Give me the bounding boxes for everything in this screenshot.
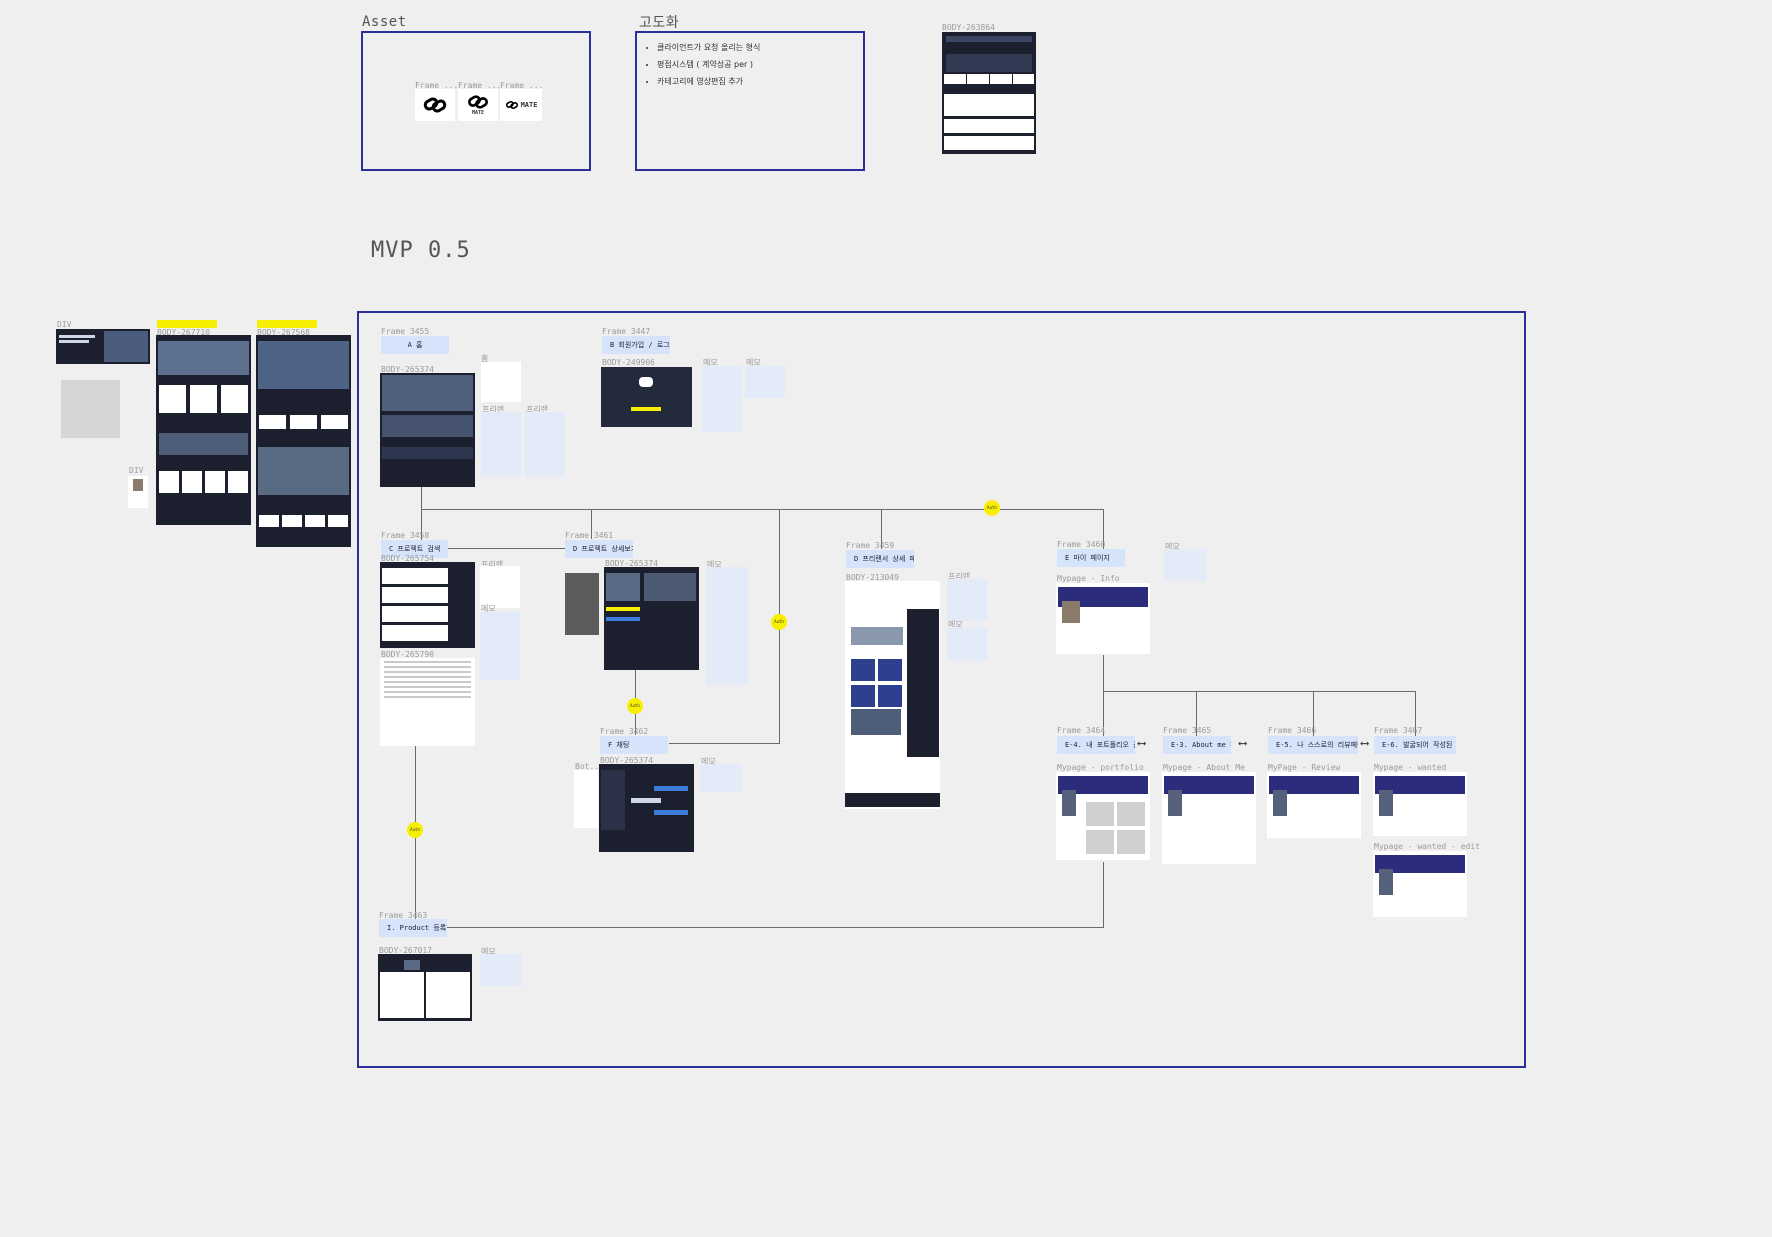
frame-label: Frame 3459 — [846, 541, 894, 550]
mate-logo-icon[interactable]: MATE — [458, 89, 498, 121]
search-thumbnail-light[interactable] — [380, 658, 475, 746]
asset-frame[interactable]: Frame ... Frame ... Frame ... MATE MATE — [361, 31, 591, 171]
mypage-about-thumbnail[interactable] — [1162, 772, 1256, 864]
frame-label: Frame 3464 — [1057, 726, 1105, 735]
frame-pill[interactable]: D 프로젝트 상세보기 — [565, 540, 633, 558]
placeholder-card[interactable] — [61, 380, 120, 438]
frame-label: Mypage - Info — [1057, 574, 1120, 583]
memo-card — [480, 954, 522, 986]
frame-label: Frame 3465 — [1163, 726, 1211, 735]
memo-card — [1164, 549, 1206, 581]
refine-item: 카테고리에 영상편집 추가 — [657, 73, 760, 90]
frame-label: DIV — [129, 466, 143, 475]
freelancer-thumbnail[interactable] — [845, 581, 940, 809]
frame-pill[interactable]: D 프리랜서 상세 페이지 — [846, 550, 914, 568]
frame-label: Frame 3447 — [602, 327, 650, 336]
asset-title: Asset — [362, 14, 407, 30]
frame-label: Frame 3455 — [381, 327, 429, 336]
frame-label: BODY-249906 — [602, 358, 655, 367]
note-card — [481, 362, 521, 402]
frame-label: Frame 3460 — [1057, 540, 1105, 549]
mypage-review-thumbnail[interactable] — [1267, 772, 1361, 838]
memo-card — [480, 612, 520, 680]
bidirectional-arrow-icon: ⟷ — [1138, 736, 1145, 750]
signup-thumbnail[interactable] — [601, 367, 692, 427]
mvp-title: MVP 0.5 — [371, 238, 471, 263]
note-card — [480, 566, 520, 608]
refine-frame[interactable]: 클라이언트가 요청 올리는 형식 평점시스템 ( 계약성공 per ) 카테고리… — [635, 31, 865, 171]
bidirectional-arrow-icon: ⟷ — [1361, 736, 1368, 750]
frame-label: Mypage - portfolio — [1057, 763, 1144, 772]
flow-dot[interactable]: Auth — [627, 698, 643, 714]
mypage-wanted-thumbnail[interactable] — [1373, 772, 1467, 836]
body-thumbnail[interactable] — [942, 32, 1036, 154]
memo-card — [700, 764, 742, 792]
frame-label: Mypage - wanted — [1374, 763, 1446, 772]
frame-label: Frame 3461 — [565, 531, 613, 540]
frame-label: Frame 3458 — [381, 531, 429, 540]
profile-card[interactable] — [128, 476, 148, 508]
frame-pill[interactable]: E-4. 내 포트폴리오 관리 페이지 — [1057, 736, 1135, 754]
page-thumbnail[interactable] — [156, 335, 251, 525]
memo-card — [525, 412, 565, 477]
flow-dot[interactable]: Auth — [984, 500, 1000, 516]
memo-card — [702, 366, 742, 432]
frame-pill[interactable]: F 채팅 — [600, 736, 668, 754]
mypage-wanted-edit-thumbnail[interactable] — [1373, 851, 1467, 917]
frame-pill[interactable]: A 홈 — [381, 336, 449, 354]
frame-label: DIV — [57, 320, 71, 329]
product-register-thumbnail[interactable] — [378, 954, 472, 1021]
mate-wordmark-icon[interactable]: MATE — [500, 89, 542, 121]
memo-card — [947, 627, 987, 661]
link-logo-icon[interactable] — [415, 89, 455, 121]
frame-label: Frame 3462 — [600, 727, 648, 736]
refine-list: 클라이언트가 요청 올리는 형식 평점시스템 ( 계약성공 per ) 카테고리… — [641, 39, 760, 90]
frame-label: Frame 3467 — [1374, 726, 1422, 735]
hero-thumbnail[interactable] — [56, 329, 150, 364]
page-thumbnail[interactable] — [256, 335, 351, 547]
frame-label: Mypage - wanted - edit — [1374, 842, 1480, 851]
frame-pill[interactable]: E 마이 페이지 — [1057, 549, 1125, 567]
frame-pill[interactable]: E-5. 나 스스로의 리뷰페이지 — [1268, 736, 1358, 754]
frame-label: MyPage - Review — [1268, 763, 1340, 772]
bidirectional-arrow-icon: ⟷ — [1239, 736, 1246, 750]
refine-item: 클라이언트가 요청 올리는 형식 — [657, 39, 760, 56]
frame-pill[interactable]: E-6. 발굴되어 작성된 페이지 — [1374, 736, 1456, 754]
frame-pill[interactable]: I. Product 등록하기 — [379, 919, 447, 937]
home-thumbnail[interactable] — [380, 373, 475, 487]
frame-pill[interactable]: E-3. About me 페이지 — [1163, 736, 1231, 754]
memo-card — [947, 579, 987, 621]
memo-card — [481, 412, 521, 477]
chat-thumbnail[interactable] — [599, 764, 694, 852]
detail-thumbnail[interactable] — [604, 567, 699, 670]
memo-card — [706, 567, 748, 685]
frame-label: Mypage - About Me — [1163, 763, 1245, 772]
flow-dot[interactable]: Auth — [407, 822, 423, 838]
frame-label: Frame 3466 — [1268, 726, 1316, 735]
memo-card — [745, 366, 785, 398]
search-thumbnail[interactable] — [380, 562, 475, 648]
logo-text: MATE — [472, 110, 484, 116]
chat-side-thumbnail[interactable] — [574, 770, 598, 828]
refine-title: 고도화 — [639, 12, 679, 32]
refine-item: 평점시스템 ( 계약성공 per ) — [657, 56, 760, 73]
mypage-info-thumbnail[interactable] — [1056, 583, 1150, 654]
detail-side-thumbnail[interactable] — [565, 573, 599, 635]
frame-label: BODY-263864 — [942, 23, 995, 32]
logo-text: MATE — [521, 101, 538, 109]
mypage-portfolio-thumbnail[interactable] — [1056, 772, 1150, 860]
flow-dot[interactable]: Auth — [771, 614, 787, 630]
frame-pill[interactable]: B 회원가입 / 로그인 — [602, 336, 670, 354]
